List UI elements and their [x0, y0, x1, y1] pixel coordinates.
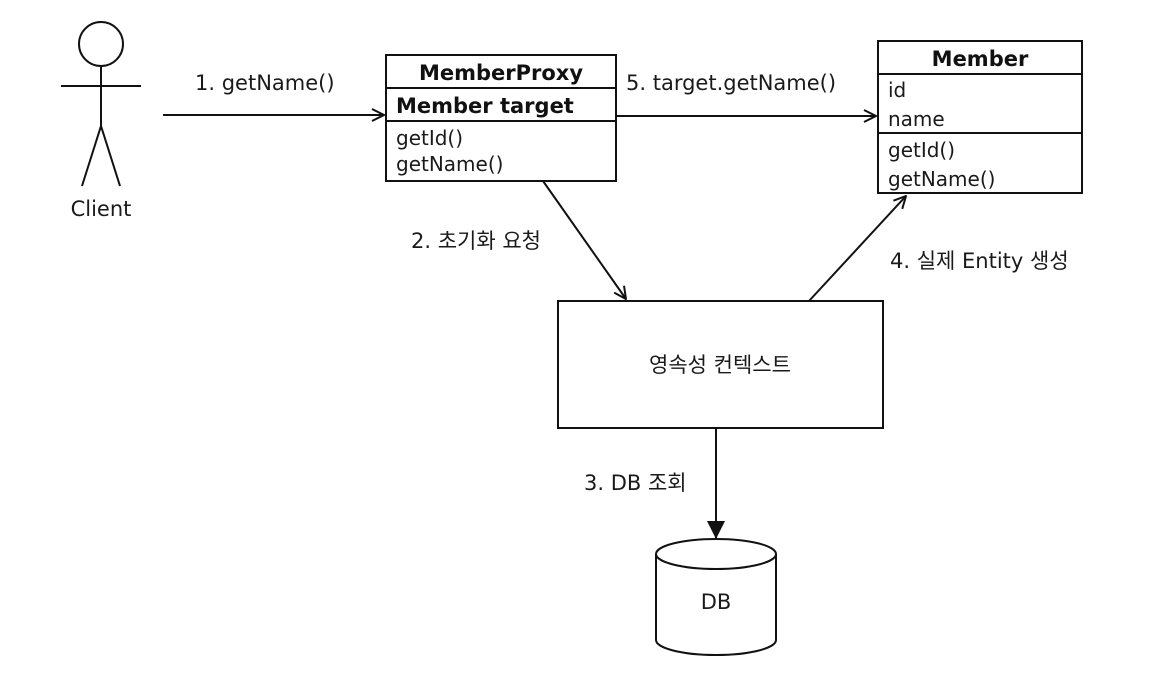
client-label: Client: [71, 197, 132, 221]
edge-init-request: 2. 초기화 요청: [411, 180, 626, 299]
edge-create-entity-arrow: [808, 196, 906, 302]
persistence-context-label: 영속성 컨텍스트: [649, 353, 791, 377]
member-title: Member: [932, 47, 1029, 71]
edge-create-entity-label: 4. 실제 Entity 생성: [890, 249, 1069, 273]
member-field-id: id: [888, 78, 906, 102]
database-label: DB: [701, 590, 732, 614]
database-cylinder: DB: [655, 538, 777, 656]
member-proxy-target-field: Member target: [396, 94, 574, 118]
edge-db-query: 3. DB 조회: [584, 428, 725, 539]
member-proxy-title: MemberProxy: [419, 61, 583, 85]
stick-figure-icon: [61, 21, 141, 187]
member-proxy-class: MemberProxy Member target getId() getNam…: [385, 54, 617, 182]
persistence-context-box: 영속성 컨텍스트: [557, 300, 884, 429]
member-method-get-id: getId(): [888, 138, 955, 162]
member-method-get-name: getName(): [888, 167, 995, 191]
member-class: Member id name getId() getName(): [877, 40, 1083, 194]
edge-create-entity: 4. 실제 Entity 생성: [808, 196, 1069, 302]
edge-init-request-label: 2. 초기화 요청: [411, 229, 541, 253]
member-field-name: name: [888, 107, 945, 131]
client-actor: Client: [61, 21, 141, 221]
edge-get-name: 1. getName(): [163, 71, 384, 115]
edge-target-get-name: 5. target.getName(): [616, 71, 876, 116]
edge-db-query-label: 3. DB 조회: [584, 471, 687, 495]
edge-target-get-name-label: 5. target.getName(): [626, 71, 836, 95]
edge-get-name-label: 1. getName(): [195, 71, 335, 95]
edge-init-request-arrow: [542, 180, 626, 299]
member-proxy-method-get-name: getName(): [396, 152, 503, 176]
member-proxy-method-get-id: getId(): [396, 126, 463, 150]
